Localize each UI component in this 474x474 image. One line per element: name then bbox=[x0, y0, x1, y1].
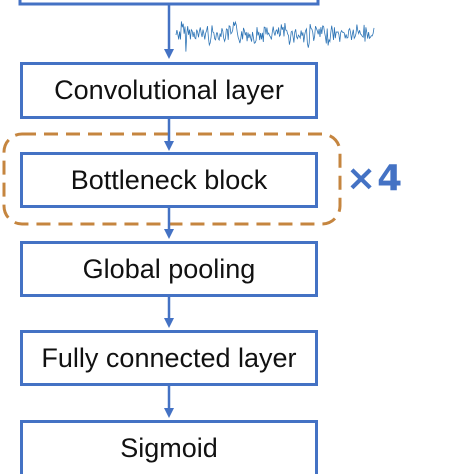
bottleneck-block-box: Bottleneck block bbox=[20, 152, 318, 208]
convolutional-layer-label: Convolutional layer bbox=[54, 75, 284, 105]
repeat-count-label: ×4 bbox=[346, 158, 404, 199]
global-pooling-box: Global pooling bbox=[20, 241, 318, 297]
global-pooling-label: Global pooling bbox=[82, 253, 256, 284]
convolutional-layer-box: Convolutional layer bbox=[20, 62, 318, 119]
input-box bbox=[18, 0, 320, 6]
repeat-group-outline bbox=[2, 132, 342, 226]
sigmoid-box: Sigmoid bbox=[20, 420, 318, 474]
fully-connected-layer-label: Fully connected layer bbox=[41, 342, 297, 373]
fully-connected-layer-box: Fully connected layer bbox=[20, 330, 318, 386]
bottleneck-block-label: Bottleneck block bbox=[70, 164, 268, 195]
signal-waveform-icon bbox=[175, 20, 375, 52]
sigmoid-label: Sigmoid bbox=[120, 433, 218, 463]
